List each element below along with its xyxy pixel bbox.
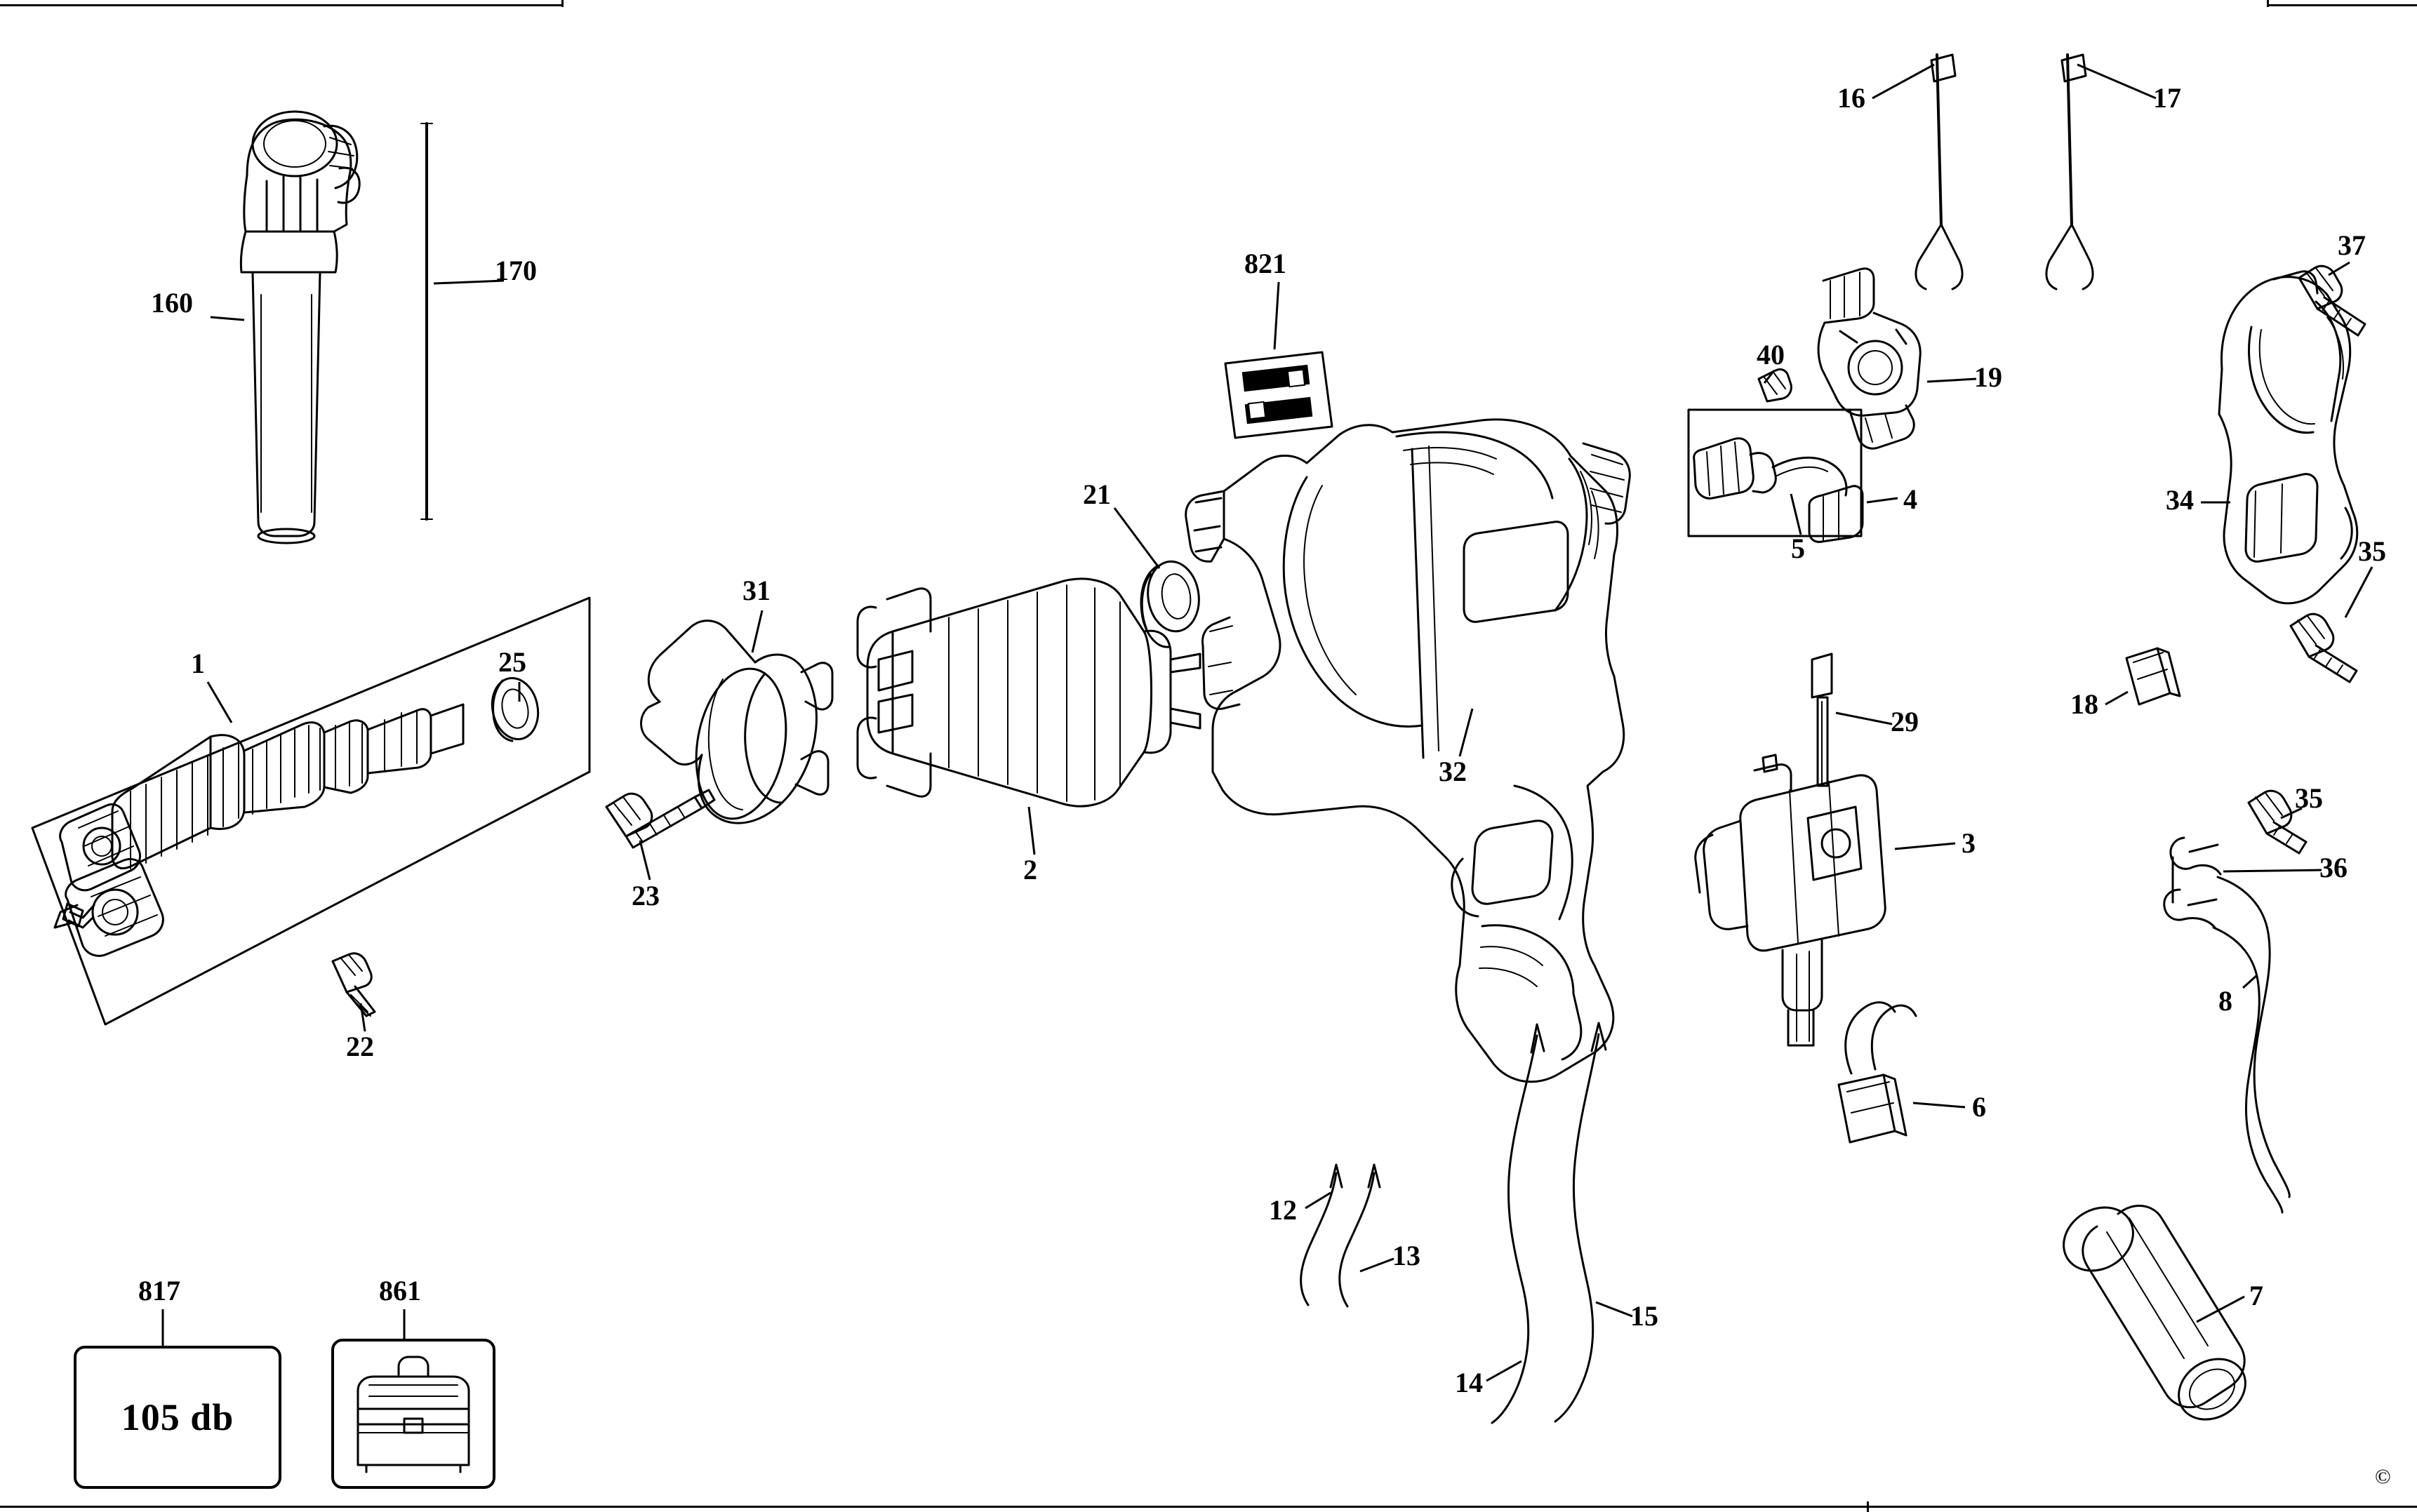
callout-36: 36 [2319, 852, 2348, 883]
part-821-nameplate [1224, 351, 1333, 439]
frame-rule-bottom-right [1867, 1506, 2417, 1508]
callout-37: 37 [2338, 229, 2366, 261]
callout-2: 2 [1023, 854, 1037, 885]
callout-14: 14 [1455, 1367, 1483, 1398]
noise-rating-value: 105 db [121, 1396, 234, 1438]
part-29-rod [1811, 653, 1833, 787]
part-35-screw-top [2289, 613, 2358, 683]
callout-817: 817 [138, 1275, 180, 1306]
callout-16: 16 [1837, 82, 1865, 114]
part-19-bracket [1817, 267, 1922, 450]
part-23-long-screw [605, 789, 716, 849]
tool-case-icon [357, 1356, 470, 1473]
callout-34: 34 [2166, 484, 2194, 516]
part-170-depth-rod [420, 122, 433, 521]
callout-19: 19 [1974, 361, 2002, 393]
part-6-brush [1837, 1001, 1917, 1144]
callout-31: 31 [743, 575, 771, 606]
callout-17: 17 [2153, 82, 2181, 114]
callout-6: 6 [1972, 1091, 1986, 1123]
part-2-stator [856, 577, 1201, 808]
part-12-13-leads [1300, 1163, 1381, 1308]
part-40-pin [1757, 368, 1792, 403]
part-31-baffle [640, 620, 834, 824]
frame-rule-top-right [2267, 0, 2269, 7]
callout-1: 1 [191, 648, 205, 679]
callout-22: 22 [346, 1031, 374, 1062]
part-32-housing [1185, 418, 1631, 1083]
part-14-15-leads [1491, 1022, 1607, 1424]
callout-40: 40 [1757, 339, 1785, 370]
part-22-screw [331, 952, 376, 1017]
part-34-rear-handle [2218, 270, 2359, 605]
part-4-5-switch-assembly [1687, 408, 1864, 543]
frame-rule-top-divider [561, 0, 564, 7]
part-16-wire [1915, 53, 1964, 290]
callout-170: 170 [495, 255, 537, 286]
part-18-carbon-brush [2125, 647, 2181, 706]
part-21-seal [1140, 560, 1200, 648]
callout-35-top: 35 [2358, 535, 2386, 567]
callout-18: 18 [2070, 688, 2098, 720]
callout-12: 12 [1269, 1194, 1297, 1226]
frame-rule-top-left [0, 4, 561, 6]
callout-21: 21 [1083, 479, 1111, 510]
callout-861: 861 [379, 1275, 421, 1306]
frame-rule-bottom-left [0, 1506, 1867, 1508]
callout-7: 7 [2249, 1280, 2263, 1311]
noise-rating-box: 105 db [74, 1346, 281, 1489]
part-37-screw [2298, 265, 2366, 337]
kit-case-box [331, 1339, 495, 1489]
callout-821: 821 [1244, 248, 1286, 279]
callout-5: 5 [1791, 533, 1805, 564]
part-36-cord-clamp [2163, 836, 2222, 929]
part-8-power-cord [2212, 876, 2291, 1214]
part-35-screw-lower [2247, 789, 2308, 855]
callout-4: 4 [1903, 483, 1917, 515]
part-160-side-handle [239, 110, 361, 544]
callout-3: 3 [1962, 827, 1976, 859]
frame-rule-top-right-b [2267, 4, 2417, 6]
callout-29: 29 [1891, 706, 1919, 737]
callout-15: 15 [1630, 1300, 1658, 1332]
leader-lines [161, 63, 2373, 1382]
part-1-armature-assembly [31, 596, 591, 1026]
callout-25: 25 [498, 646, 526, 678]
callout-32: 32 [1439, 756, 1467, 787]
part-25-bearing [491, 676, 540, 742]
part-17-wire [2045, 53, 2094, 290]
part-3-switch-unit [1694, 754, 1886, 1047]
callout-35-lower: 35 [2295, 782, 2323, 814]
callout-23: 23 [632, 880, 660, 911]
callout-13: 13 [1392, 1240, 1420, 1271]
callout-8: 8 [2218, 985, 2232, 1017]
callout-160: 160 [151, 287, 193, 319]
copyright-mark: © [2375, 1465, 2391, 1488]
part-7-grip [2063, 1205, 2246, 1421]
